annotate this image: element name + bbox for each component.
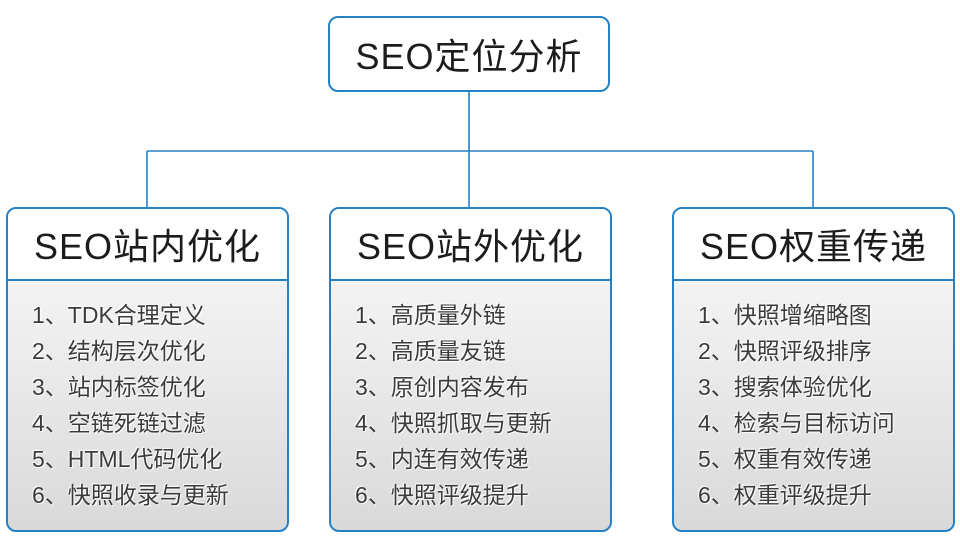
list-item: 5、权重有效传递 — [698, 446, 872, 472]
item-list: 1、快照增缩略图 2、快照评级排序 3、搜索体验优化 4、检索与目标访问 5、权… — [698, 297, 953, 513]
list-item: 6、快照收录与更新 — [32, 482, 229, 508]
list-item: 4、快照抓取与更新 — [355, 410, 552, 436]
list-item: 2、结构层次优化 — [32, 338, 206, 364]
list-item: 4、空链死链过滤 — [32, 410, 206, 436]
list-item: 5、HTML代码优化 — [32, 446, 223, 472]
panel-body: 1、快照增缩略图 2、快照评级排序 3、搜索体验优化 4、检索与目标访问 5、权… — [674, 281, 953, 513]
connector-path — [146, 92, 814, 207]
root-node-label: SEO定位分析 — [355, 36, 583, 77]
list-item: 1、TDK合理定义 — [32, 302, 206, 328]
panel-body: 1、高质量外链 2、高质量友链 3、原创内容发布 4、快照抓取与更新 5、内连有… — [331, 281, 610, 513]
list-item: 1、快照增缩略图 — [698, 302, 872, 328]
list-item: 4、检索与目标访问 — [698, 410, 895, 436]
list-item: 2、高质量友链 — [355, 338, 506, 364]
panel-body: 1、TDK合理定义 2、结构层次优化 3、站内标签优化 4、空链死链过滤 5、H… — [8, 281, 287, 513]
panel-offsite-optimization: SEO站外优化 1、高质量外链 2、高质量友链 3、原创内容发布 4、快照抓取与… — [329, 207, 612, 532]
list-item: 2、快照评级排序 — [698, 338, 872, 364]
list-item: 3、搜索体验优化 — [698, 374, 872, 400]
list-item: 6、快照评级提升 — [355, 482, 529, 508]
list-item: 5、内连有效传递 — [355, 446, 529, 472]
panel-onsite-optimization: SEO站内优化 1、TDK合理定义 2、结构层次优化 3、站内标签优化 4、空链… — [6, 207, 289, 532]
panel-title: SEO站内优化 — [8, 209, 287, 281]
item-list: 1、TDK合理定义 2、结构层次优化 3、站内标签优化 4、空链死链过滤 5、H… — [32, 297, 287, 513]
panel-weight-transfer: SEO权重传递 1、快照增缩略图 2、快照评级排序 3、搜索体验优化 4、检索与… — [672, 207, 955, 532]
item-list: 1、高质量外链 2、高质量友链 3、原创内容发布 4、快照抓取与更新 5、内连有… — [355, 297, 610, 513]
list-item: 3、原创内容发布 — [355, 374, 529, 400]
list-item: 3、站内标签优化 — [32, 374, 206, 400]
list-item: 6、权重评级提升 — [698, 482, 872, 508]
list-item: 1、高质量外链 — [355, 302, 506, 328]
panel-title: SEO权重传递 — [674, 209, 953, 281]
root-node: SEO定位分析 — [328, 16, 610, 92]
panel-title: SEO站外优化 — [331, 209, 610, 281]
